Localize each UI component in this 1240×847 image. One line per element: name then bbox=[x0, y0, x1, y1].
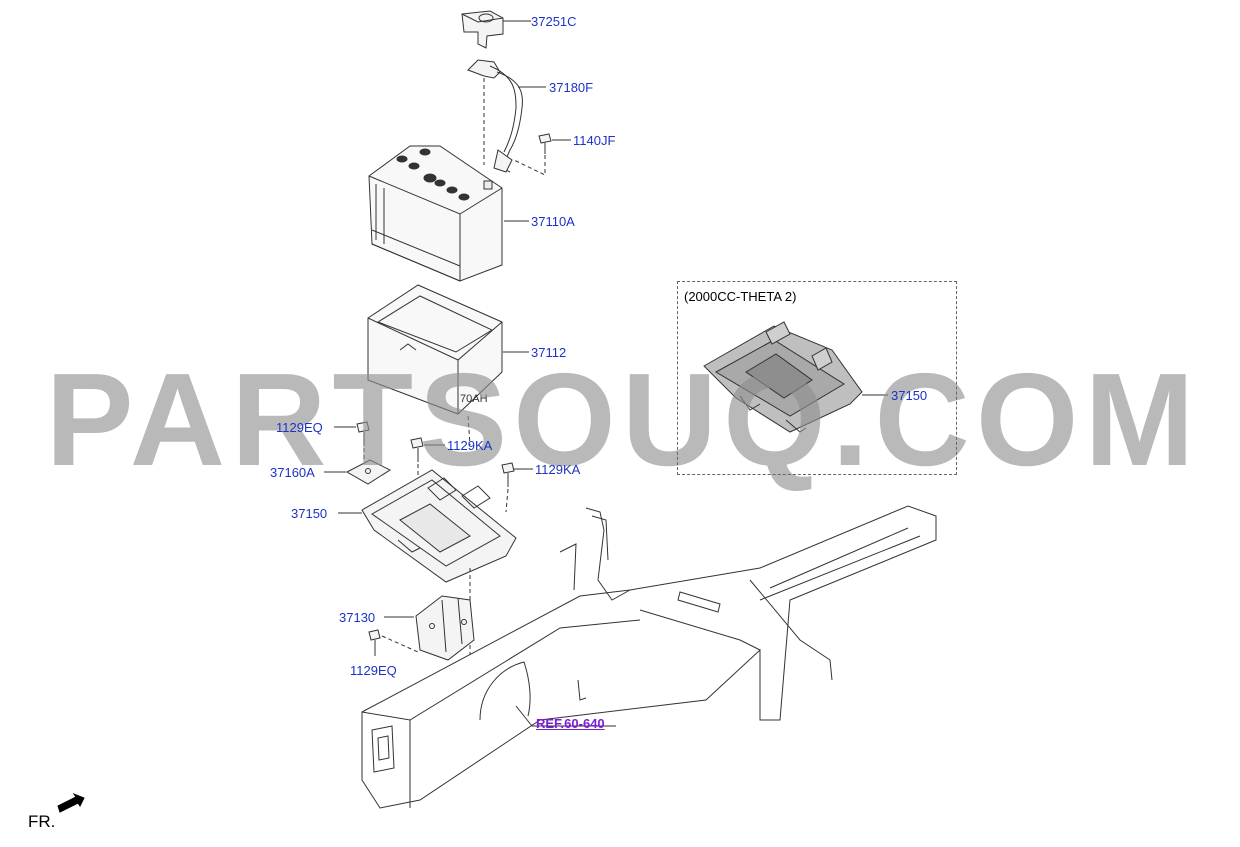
part-link-37110A[interactable]: 37110A bbox=[531, 214, 575, 229]
battery-drawing bbox=[368, 145, 529, 282]
part-link-1129EQ-top[interactable]: 1129EQ bbox=[276, 420, 323, 435]
front-direction-arrow-icon bbox=[57, 792, 85, 813]
part-link-1129KA-b[interactable]: 1129KA bbox=[535, 462, 581, 477]
variant-tray-drawing bbox=[703, 321, 888, 433]
bolt-1140JF-drawing bbox=[513, 133, 571, 176]
engine-variant-box: (2000CC-THETA 2) bbox=[677, 281, 957, 475]
clamp-bracket-drawing bbox=[324, 459, 392, 485]
part-link-1129EQ-bottom[interactable]: 1129EQ bbox=[350, 663, 397, 678]
part-link-37251C[interactable]: 37251C bbox=[531, 14, 577, 29]
bolt-1129EQ-bottom-drawing bbox=[368, 629, 419, 656]
front-direction-label: FR. bbox=[28, 812, 56, 831]
part-link-37150-variant[interactable]: 37150 bbox=[891, 388, 928, 403]
part-link-1129KA-a[interactable]: 1129KA bbox=[447, 438, 493, 453]
svg-text:70AH: 70AH bbox=[460, 393, 488, 405]
battery-cable-drawing bbox=[467, 59, 546, 173]
mounting-bracket-drawing bbox=[384, 595, 475, 661]
variant-label: (2000CC-THETA 2) bbox=[684, 289, 797, 304]
part-link-37112[interactable]: 37112 bbox=[531, 345, 567, 360]
part-link-37180F[interactable]: 37180F bbox=[549, 80, 594, 95]
reference-link[interactable]: REF.60-640 bbox=[536, 716, 605, 731]
part-link-37130[interactable]: 37130 bbox=[339, 610, 376, 625]
part-link-37160A[interactable]: 37160A bbox=[270, 465, 315, 480]
body-frame-drawing bbox=[361, 505, 937, 809]
terminal-cover-drawing bbox=[461, 10, 531, 49]
battery-tray-drawing: 70AH bbox=[367, 284, 529, 446]
part-link-1140JF[interactable]: 1140JF bbox=[573, 133, 616, 148]
part-link-37150-main[interactable]: 37150 bbox=[291, 506, 328, 521]
bolt-1129EQ-top-drawing bbox=[334, 421, 370, 462]
